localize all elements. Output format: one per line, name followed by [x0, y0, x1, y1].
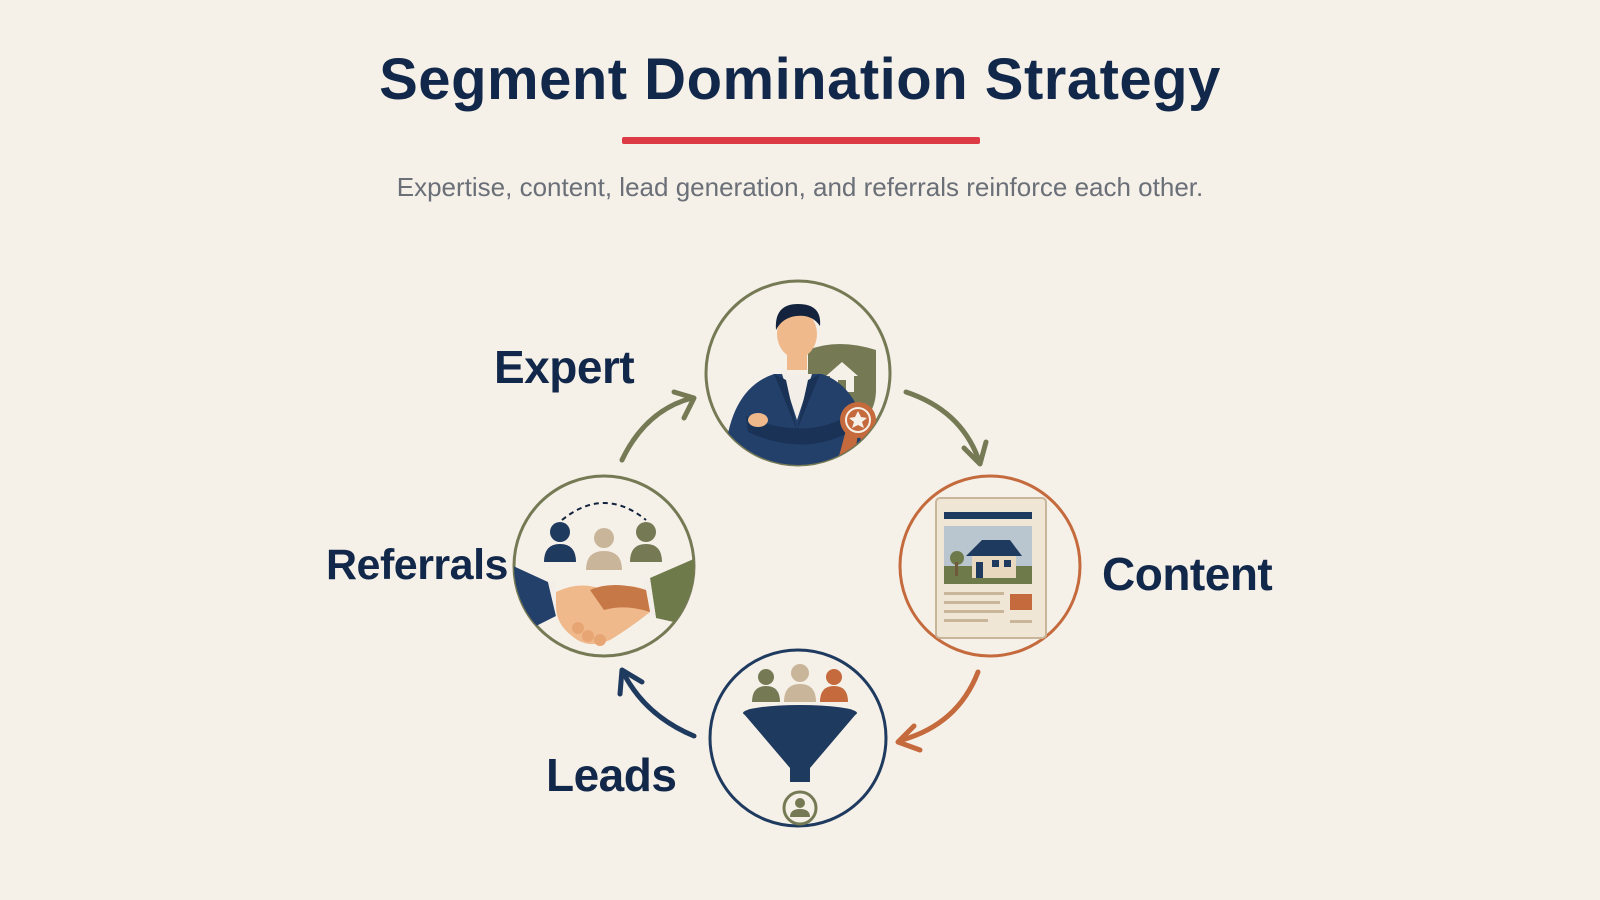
title-underline [622, 137, 980, 144]
page-title: Segment Domination Strategy [379, 47, 1221, 112]
node-label-content: Content [1102, 548, 1273, 600]
node-label-expert: Expert [494, 341, 635, 393]
node-label-leads: Leads [546, 749, 677, 801]
expert-node [704, 279, 892, 467]
page-subtitle: Expertise, content, lead generation, and… [396, 172, 1204, 202]
referrals-node [512, 474, 696, 658]
content-node [898, 474, 1082, 658]
flow-arrow-referrals-to-expert [619, 389, 697, 463]
property-listing-document-icon [935, 497, 1047, 639]
flow-arrow-content-to-leads [895, 669, 981, 753]
flow-arrow-leads-to-referrals [617, 667, 697, 739]
flow-arrow-expert-to-content [903, 389, 989, 467]
node-label-referrals: Referrals [326, 541, 508, 589]
expert-advisor-icon [724, 304, 878, 465]
leads-node [708, 648, 888, 828]
handshake-referral-icon [514, 502, 694, 646]
lead-funnel-icon [743, 664, 857, 826]
